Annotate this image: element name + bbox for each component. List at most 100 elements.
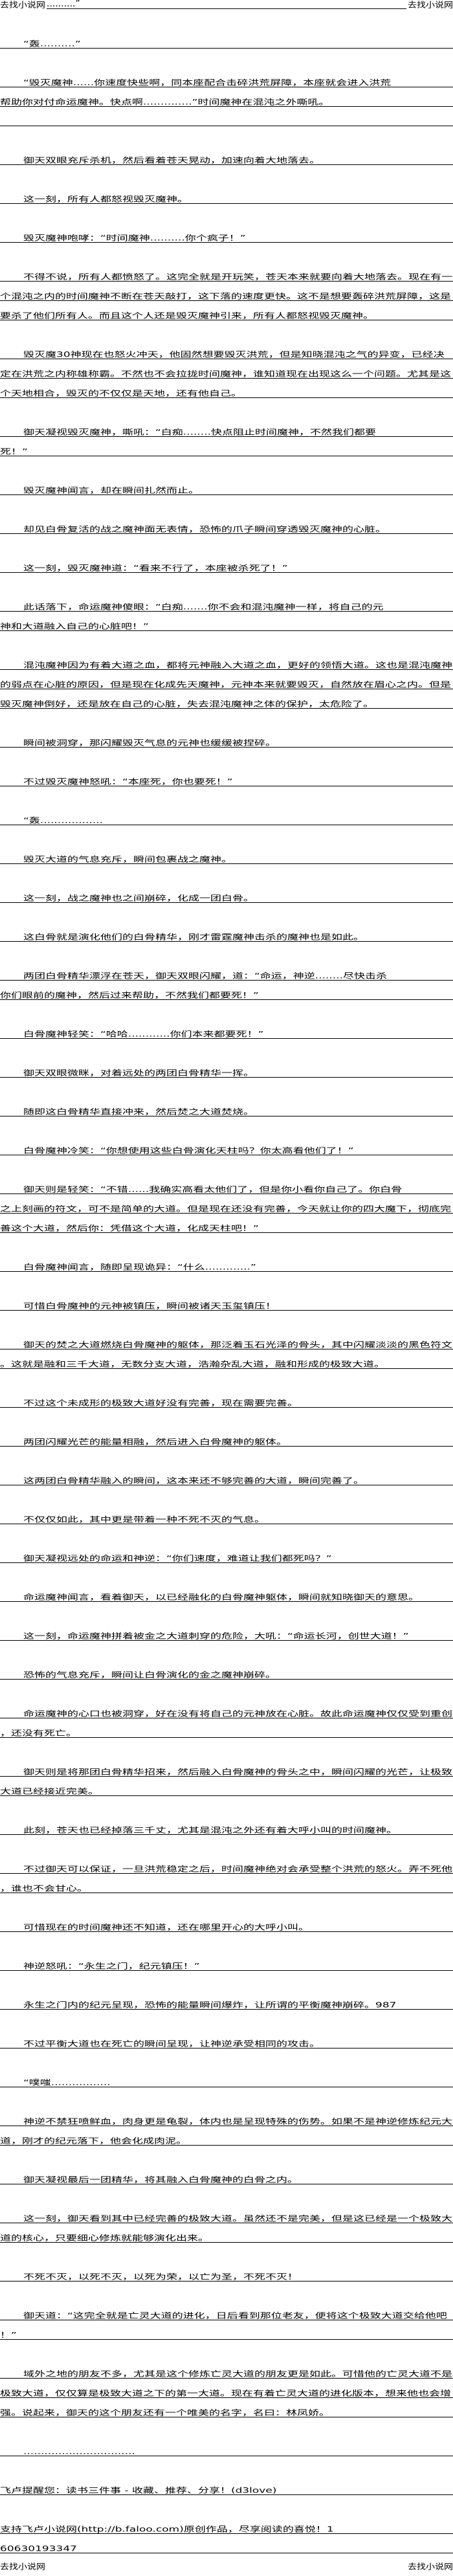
text-line: 道，刚才的纪元落下，他会化成肉泥。 <box>0 2126 453 2146</box>
footer-site-left[interactable]: 去找小说网 <box>0 2562 45 2571</box>
text-line: 御天凝视毁灭魔神，嘶吼：“白痴........快点阻止时间魔神，不然我们都要 <box>0 417 453 437</box>
line-text: 极致大道，仅仅算是极致大道之下的第一大道。现在有着亡灵大道的进化版本，想来他也会… <box>0 2389 451 2398</box>
text-line: 混沌魔神因为有着大道之血，都将元神融入大道之血，更好的领悟大道。这也是混沌魔神 <box>0 650 453 670</box>
text-line: 的弱点在心脏的原因，但是现在化成先天魔神，元神本来就要毁灭，自然放在眉心之内。但… <box>0 670 453 689</box>
paragraph: 御天凝视远处的命运和神逆：“你们速度，难道让我们都死吗？” <box>0 1544 453 1563</box>
text-line: 之上刻画的符文，可不是简单的大道。但是现在还没有完善，今天就让你的四大魔下，彻底… <box>0 1194 453 1214</box>
line-text: 御天道：“这完全就是亡灵大道的进化，日后看到那位老友，便将这个极致大道交给他吧 <box>23 2311 447 2320</box>
paragraph: 域外之地的朋友不多，尤其是这个修炼亡灵大道的朋友更是如此。可惜他的亡灵大道不是极… <box>0 2359 453 2417</box>
text-line: 这一刻，命运魔神拼着被金之大道刺穿的危险，大吼：“命运长河，创世大道！” <box>0 1621 453 1641</box>
text-line: 两团白骨精华漂浮在苍天，御天双眼闪耀，道：“命运，神逆........尽快击杀 <box>0 961 453 981</box>
text-line: 个天地相合，毁灭的不仅仅是天地，还有他自己。 <box>0 379 453 398</box>
text-line: 御天则是将那团白骨精华招来，然后融入白骨魔神的骨头之中，瞬间闪耀的光芒，让极致 <box>0 1757 453 1777</box>
paragraph: 随即这白骨精华直接冲来，然后焚之大道焚烧。 <box>0 1097 453 1116</box>
text-line: 毁灭魔神闻言，却在瞬间扎然而止。 <box>0 476 453 495</box>
chapter-body: “轰..........”“毁灭魔神......你速度快些啊，同本座配合击碎洪荒… <box>0 10 453 2553</box>
paragraph: 白骨魔神冷笑：“你想使用这些白骨演化天柱吗？你太高看他们了！” <box>0 1136 453 1155</box>
line-text: “轰.................. <box>23 816 104 825</box>
line-text: 不过这个未成形的极致大道好没有完善，现在需要完善。 <box>23 1399 298 1408</box>
line-text: 大道已经接近完美。 <box>0 1787 99 1796</box>
paragraph: “噗嗤................. <box>0 2068 453 2087</box>
text-line: 。这就是融和三千大道，无数分支大道，浩瀚杂乱大道，融和形成的极致大道。 <box>0 1349 453 1369</box>
text-line: 支持飞卢小说网(http://b.faloo.com)原创作品，尽享阅读的喜悦！… <box>0 2515 453 2534</box>
text-line: 神逆怒吼：“永生之门，纪元镇压！” <box>0 1951 453 1971</box>
text-line: 却见白骨复活的战之魔神面无表情，恐怖的爪子瞬间穿透毁灭魔神的心脏。 <box>0 515 453 534</box>
paragraph: 御天凝视最后一团精华，将其融入白骨魔神的白骨之内。 <box>0 2165 453 2184</box>
paragraph: 这一刻，所有人都怒视毁灭魔神。 <box>0 184 453 204</box>
paragraph: 不过毁灭魔神怒吼：“本座死，你也要死！” <box>0 767 453 786</box>
line-text: 道的核心，只要细心修炼就能够演化出来。 <box>0 2234 209 2243</box>
paragraph: 可惜白骨魔神的元神被镇压，瞬间被诸天玉玺镇压！ <box>0 1291 453 1311</box>
paragraph: 神逆怒吼：“永生之门，纪元镇压！” <box>0 1951 453 1971</box>
paragraph: 不死不灭，以死不灭，以死为荣，以亡为圣，不死不灭！ <box>0 2262 453 2282</box>
paragraph: 毁灭魔神咆哮：“时间魔神..........你个疯子！” <box>0 223 453 243</box>
paragraph: 毁灭魔神闻言，却在瞬间扎然而止。 <box>0 476 453 495</box>
line-text: 毁灭魔神闻言，却在瞬间扎然而止。 <box>23 486 199 495</box>
text-line: 随即这白骨精华直接冲来，然后焚之大道焚烧。 <box>0 1097 453 1116</box>
line-text: 不过平衡大道也在死亡的瞬间呈现，让神逆承受相同的攻击。 <box>23 2039 320 2049</box>
line-text: 恐怖的气息充斥，瞬间让白骨演化的金之魔神崩碎。 <box>23 1671 276 1680</box>
paragraph: 白骨魔神闻言，随即呈现诡异：“什么.............” <box>0 1252 453 1272</box>
paragraph: 毁灭魔30神现在也怒火冲天，他固然想要毁灭洪荒，但是知晓混沌之气的异变，已经决定… <box>0 340 453 398</box>
paragraph: 飞卢提醒您：读书三件事 - 收藏、推荐、分享！(d3love) <box>0 2476 453 2495</box>
line-text: 御天凝视远处的命运和神逆：“你们速度，难道让我们都死吗？” <box>23 1554 332 1563</box>
site-name-right[interactable]: 去找小说网 <box>408 1 453 10</box>
line-text: 永生之门内的纪元呈现，恐怖的能量瞬间爆炸，让所谓的平衡魔神崩碎。987 <box>23 2001 397 2010</box>
line-text: 御天凝视毁灭魔神，嘶吼：“白痴........快点阻止时间魔神，不然我们都要 <box>23 428 377 437</box>
line-text: 神逆不禁狂喷鲜血，肉身更是龟裂，体内也是呈现特殊的伤势。如果不是神逆修炼纪元大 <box>23 2117 452 2126</box>
text-line: 不过平衡大道也在死亡的瞬间呈现，让神逆承受相同的攻击。 <box>0 2029 453 2049</box>
text-line: 两团闪耀光芒的能量相融，然后进入白骨魔神的躯体。 <box>0 1427 453 1447</box>
line-text: 个混沌之内的时间魔神不断在苍天敲打，这下落的速度更快。这不是想要轰碎洪荒屏障，这… <box>0 292 451 301</box>
paragraph: “毁灭魔神......你速度快些啊，同本座配合击碎洪荒屏障，本座就会进入洪荒帮助… <box>0 68 453 126</box>
paragraph: 御天的焚之大道燃烧白骨魔神的躯体，那泛着玉石光泽的骨头，其中闪耀淡淡的黑色符文。… <box>0 1330 453 1369</box>
line-text: 瞬间被洞穿，那闪耀毁灭气息的元神也缓缓被捏碎。 <box>23 738 276 748</box>
text-line: 御天凝视最后一团精华，将其融入白骨魔神的白骨之内。 <box>0 2165 453 2184</box>
text-line: 道的核心，只要细心修炼就能够演化出来。 <box>0 2223 453 2243</box>
footer-site-right[interactable]: 去找小说网 <box>408 2562 453 2571</box>
text-line: 这白骨就是演化他们的白骨精华，刚才雷霆魔神击杀的魔神也是如此。 <box>0 922 453 942</box>
text-line: 这一刻，战之魔神也之间崩碎，化成一团白骨。 <box>0 883 453 903</box>
line-text: 毁灭魔神倒好，还是放在自己的心脏，失去混沌魔神之体的保护，太危险了。 <box>0 700 374 709</box>
paragraph: 御天双眼充斥杀机，然后看着苍天晃动，加速向着大地落去。 <box>0 146 453 165</box>
text-line: 毁灭魔30神现在也怒火冲天，他固然想要毁灭洪荒，但是知晓混沌之气的异变，已经决 <box>0 340 453 359</box>
line-text: 却见白骨复活的战之魔神面无表情，恐怖的爪子瞬间穿透毁灭魔神的心脏。 <box>23 525 386 534</box>
paragraph: 御天双眼微眯，对着远处的两团白骨精华一挥。 <box>0 1058 453 1078</box>
line-text: 个天地相合，毁灭的不仅仅是天地，还有他自己。 <box>0 389 242 398</box>
line-text: 随即这白骨精华直接冲来，然后焚之大道焚烧。 <box>23 1107 254 1116</box>
text-line: “噗嗤................. <box>0 2068 453 2087</box>
site-name-left[interactable]: 去找小说网 <box>0 1 45 10</box>
text-line: 不得不说，所有人都愤怒了。这完全就是开玩笑，苍天本来就要向着大地落去。现在有一 <box>0 262 453 282</box>
text-line: 此刻，苍天也已经掉落三千丈，尤其是混沌之外还有着大呼小叫的时间魔神。 <box>0 1815 453 1835</box>
paragraph: 这一刻，毁灭魔神道：“看来不行了，本座被杀死了！” <box>0 553 453 573</box>
text-line: 毁灭魔神倒好，还是放在自己的心脏，失去混沌魔神之体的保护，太危险了。 <box>0 689 453 709</box>
line-text: 这一刻，毁灭魔神道：“看来不行了，本座被杀死了！” <box>23 564 288 573</box>
line-text: 白骨魔神冷笑：“你想使用这些白骨演化天柱吗？你太高看他们了！” <box>23 1146 354 1155</box>
line-text: 不得不说，所有人都愤怒了。这完全就是开玩笑，苍天本来就要向着大地落去。现在有一 <box>23 272 452 282</box>
line-text: 之上刻画的符文，可不是简单的大道。但是现在还没有完善，今天就让你的四大魔下，彻底… <box>0 1205 451 1214</box>
text-line: 不死不灭，以死不灭，以死为荣，以亡为圣，不死不灭！ <box>0 2262 453 2282</box>
line-text: 毁灭魔30神现在也怒火冲天，他固然想要毁灭洪荒，但是知晓混沌之气的异变，已经决 <box>23 350 445 359</box>
line-text: 白骨魔神闻言，随即呈现诡异：“什么.............” <box>23 1263 256 1272</box>
text-line: 不仅仅如此，其中更是带着一种不死不灭的气息。 <box>0 1505 453 1524</box>
text-line: 你们眼前的魔神，然后过来帮助，不然我们都要死！” <box>0 981 453 1000</box>
text-line: “轰.................. <box>0 806 453 825</box>
paragraph: 这一刻，命运魔神拼着被金之大道刺穿的危险，大吼：“命运长河，创世大道！” <box>0 1621 453 1641</box>
page-header: 去找小说网 ..........” 去找小说网 <box>0 0 453 9</box>
page-footer: 去找小说网 去找小说网 <box>0 2562 453 2571</box>
text-line: 可惜白骨魔神的元神被镇压，瞬间被诸天玉玺镇压！ <box>0 1291 453 1311</box>
line-text: 白骨魔神轻笑：“哈哈............你们本来都要死！” <box>23 1030 264 1039</box>
line-text: “毁灭魔神......你速度快些啊，同本座配合击碎洪荒屏障，本座就会进入洪荒 <box>23 78 392 87</box>
paragraph: ................................ <box>0 2437 453 2456</box>
line-text: 御天的焚之大道燃烧白骨魔神的躯体，那泛着玉石光泽的骨头，其中闪耀淡淡的黑色符文 <box>23 1340 452 1349</box>
text-line: ................................ <box>0 2437 453 2456</box>
text-line: 可惜现在的时间魔神还不知道，还在哪里开心的大呼小叫。 <box>0 1913 453 1932</box>
text-line: 这一刻，毁灭魔神道：“看来不行了，本座被杀死了！” <box>0 553 453 573</box>
line-text: 这一刻，御天看到其中已经完善的极致大道。虽然还不是完美，但是这已经是一个极致大 <box>23 2214 452 2223</box>
chapter-title: ..........” <box>47 0 406 9</box>
paragraph: 两团白骨精华漂浮在苍天，御天双眼闪耀，道：“命运，神逆........尽快击杀你… <box>0 961 453 1000</box>
text-line: 帮助你对付命运魔神。快点啊..............”时间魔神在混沌之外嘶吼。 <box>0 87 453 107</box>
text-line: 命运魔神闻言，看着御天，以已经融化的白骨魔神躯体，瞬间就知晓御天的意思。 <box>0 1582 453 1602</box>
paragraph: 神逆不禁狂喷鲜血，肉身更是龟裂，体内也是呈现特殊的伤势。如果不是神逆修炼纪元大道… <box>0 2107 453 2146</box>
line-text: 定在洪荒之内称雄称霸。不然也不会拉拢时间魔神，谁知道现在出现这么一个问题。尤其是… <box>0 370 451 379</box>
paragraph: 命运魔神的心口也被洞穿，好在没有将自己的元神放在心脏。故此命运魔神仅仅受到重创，… <box>0 1699 453 1738</box>
